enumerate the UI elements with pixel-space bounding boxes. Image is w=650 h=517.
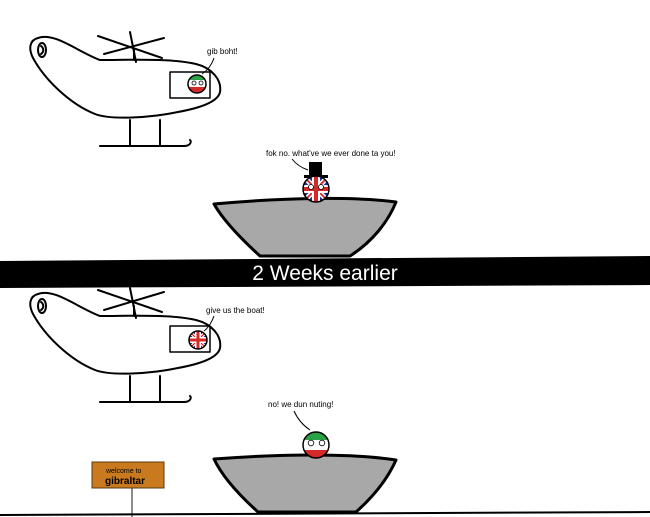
boat-top [212, 196, 398, 258]
speech-tail-top-heli [201, 57, 215, 75]
uk-ball-boat [302, 162, 330, 203]
uk-ball-pilot [188, 330, 208, 350]
sign-line1: welcome to [105, 468, 142, 475]
time-banner: 2 Weeks earlier [0, 256, 650, 288]
boat-bottom [212, 453, 398, 514]
iran-ball-boat [302, 431, 330, 459]
sign-line2: gibraltar [105, 476, 145, 487]
bottom-panel: give us the boat! no! we dun nuting! wel… [0, 287, 650, 517]
helicopter-bottom [29, 287, 222, 403]
boat-speech-top: fok no. what've we ever done ta you! [266, 149, 396, 158]
speech-tail-top-boat [291, 158, 309, 171]
iran-ball-pilot [187, 74, 207, 94]
ground-line [0, 511, 650, 516]
helicopter-speech-top: gib boht! [207, 47, 238, 56]
boat-speech-bottom: no! we dun nuting! [268, 400, 333, 409]
speech-tail-bottom-heli [203, 315, 215, 332]
top-panel: gib boht! fok no. what've we ever [29, 31, 398, 258]
speech-tail-bottom-boat [293, 410, 311, 431]
helicopter-speech-bottom: give us the boat! [206, 306, 265, 315]
gibraltar-sign: welcome to gibraltar [91, 461, 165, 517]
banner-text: 2 Weeks earlier [252, 262, 398, 285]
helicopter-top [29, 31, 222, 147]
